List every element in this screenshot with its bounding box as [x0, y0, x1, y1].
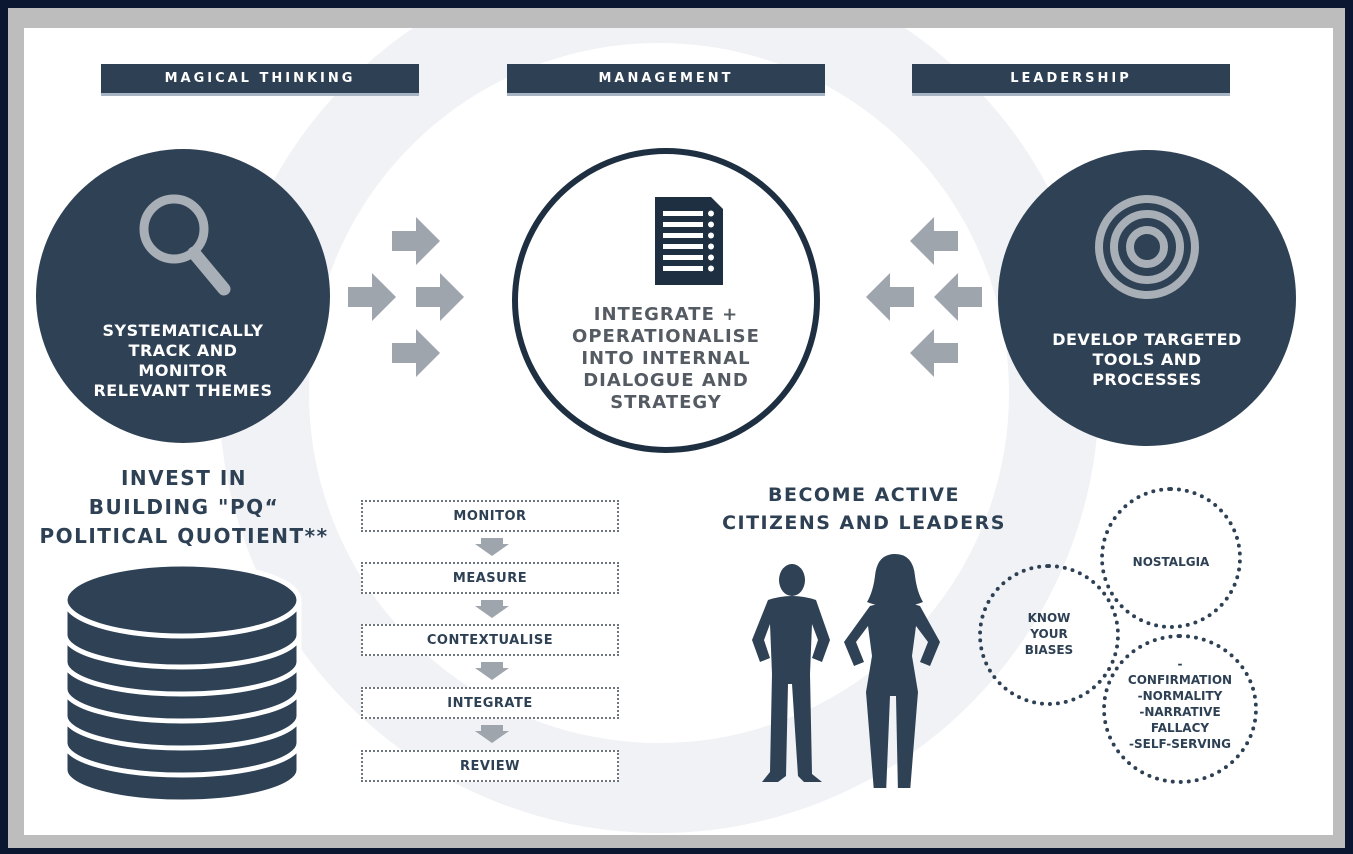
header-leadership: LEADERSHIP — [912, 64, 1230, 96]
down-arrow-icon — [475, 538, 509, 556]
left-arrows-group — [348, 217, 464, 377]
left-circle: SYSTEMATICALLY TRACK AND MONITOR RELEVAN… — [36, 149, 330, 443]
bias-list-circle — [1102, 634, 1258, 784]
right-arrow-icon — [392, 329, 440, 377]
left-circle-text: SYSTEMATICALLY TRACK AND MONITOR RELEVAN… — [36, 321, 330, 401]
step-measure: MEASURE — [361, 562, 619, 594]
bias-list-label: - CONFIRMATION -NORMALITY -NARRATIVE FAL… — [1102, 656, 1258, 752]
know-biases-line: BIASES — [1024, 643, 1074, 657]
pq-title: INVEST IN BUILDING "PQ“ POLITICAL QUOTIE… — [34, 464, 334, 551]
right-arrows-group — [866, 217, 982, 377]
right-circle-line: PROCESSES — [1092, 370, 1202, 389]
center-circle-line: INTEGRATE + — [593, 304, 739, 325]
know-biases-label: KNOW YOUR BIASES — [978, 610, 1120, 658]
right-arrow-icon — [416, 273, 464, 321]
right-arrow-icon — [348, 273, 396, 321]
step-review: REVIEW — [361, 750, 619, 782]
left-circle-line: RELEVANT THEMES — [93, 381, 273, 400]
header-management: MANAGEMENT — [507, 64, 825, 96]
right-circle-text: DEVELOP TARGETED TOOLS AND PROCESSES — [998, 330, 1296, 390]
left-circle-line: SYSTEMATICALLY — [102, 321, 264, 340]
left-arrow-icon — [934, 273, 982, 321]
citizens-title-line: CITIZENS AND LEADERS — [722, 512, 1006, 534]
left-circle-line: TRACK AND — [128, 341, 238, 360]
step-monitor: MONITOR — [361, 500, 619, 532]
right-arrow-icon — [392, 217, 440, 265]
center-circle-line: INTO INTERNAL — [581, 348, 751, 369]
people-icon — [752, 554, 940, 788]
left-arrow-icon — [866, 273, 914, 321]
document-list-icon — [655, 197, 723, 285]
nostalgia-circle — [1100, 487, 1242, 629]
pq-title-line: POLITICAL QUOTIENT** — [39, 524, 329, 548]
know-biases-line: KNOW — [1027, 611, 1071, 625]
center-circle-line: DIALOGUE AND — [583, 370, 749, 391]
center-circle-line: OPERATIONALISE — [572, 326, 760, 347]
right-circle-line: TOOLS AND — [1092, 350, 1202, 369]
pq-title-line: BUILDING "PQ“ — [88, 495, 280, 519]
nostalgia-label: NOSTALGIA — [1132, 555, 1210, 569]
know-biases-circle — [978, 564, 1120, 706]
bias-list-line: -NARRATIVE — [1139, 705, 1221, 719]
bias-list-line: FALLACY — [1150, 721, 1210, 735]
database-icon — [62, 561, 302, 805]
step-integrate: INTEGRATE — [361, 687, 619, 719]
citizens-title-line: BECOME ACTIVE — [768, 484, 960, 506]
left-arrow-icon — [910, 217, 958, 265]
target-icon — [1095, 195, 1199, 299]
bias-list-line: -SELF-SERVING — [1129, 737, 1231, 751]
infographic-card: MAGICAL THINKING MANAGEMENT LEADERSHIP S… — [24, 28, 1333, 835]
center-circle-line: STRATEGY — [610, 392, 722, 413]
down-arrow-icon — [475, 725, 509, 743]
citizens-title: BECOME ACTIVE CITIZENS AND LEADERS — [684, 481, 1044, 537]
left-arrow-icon — [910, 329, 958, 377]
magnifier-icon — [139, 194, 231, 296]
down-arrow-icon — [475, 662, 509, 680]
know-biases-line: YOUR — [1030, 627, 1068, 641]
step-contextualise: CONTEXTUALISE — [361, 624, 619, 656]
bias-list-line: CONFIRMATION — [1127, 673, 1233, 687]
down-arrow-icon — [475, 600, 509, 618]
bias-list-line: - — [1177, 657, 1183, 671]
bias-list-line: -NORMALITY — [1137, 689, 1223, 703]
right-circle-line: DEVELOP TARGETED — [1052, 330, 1242, 349]
center-circle: INTEGRATE + OPERATIONALISE INTO INTERNAL… — [512, 148, 820, 453]
center-circle-text: INTEGRATE + OPERATIONALISE INTO INTERNAL… — [518, 304, 814, 414]
pq-title-line: INVEST IN — [120, 466, 247, 490]
header-magical-thinking: MAGICAL THINKING — [101, 64, 419, 96]
right-circle: DEVELOP TARGETED TOOLS AND PROCESSES — [998, 150, 1296, 446]
left-circle-line: MONITOR — [138, 361, 228, 380]
